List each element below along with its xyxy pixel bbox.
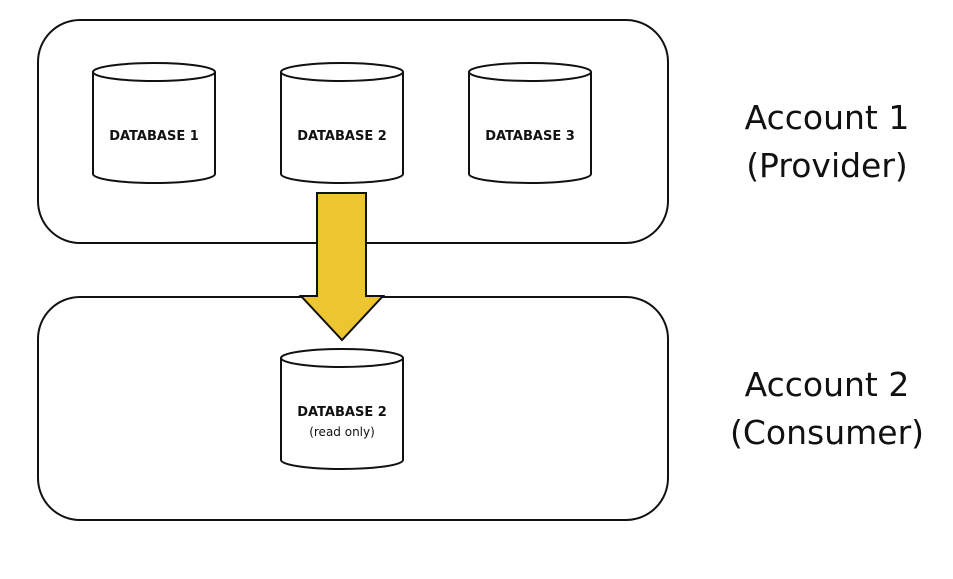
provider-account-label: Account 1 (Provider) [707, 94, 947, 190]
database-2-label: DATABASE 2 [297, 129, 387, 144]
provider-account-title: Account 1 [744, 98, 910, 137]
database-3-icon: DATABASE 3 [468, 62, 592, 184]
database-2-icon: DATABASE 2 [280, 62, 404, 184]
consumer-database-icon: DATABASE 2 (read only) [280, 348, 404, 470]
database-3-label: DATABASE 3 [485, 129, 575, 144]
provider-account-role: (Provider) [746, 146, 908, 185]
consumer-account-title: Account 2 [744, 365, 910, 404]
database-1-icon: DATABASE 1 [92, 62, 216, 184]
consumer-database-note: (read only) [309, 425, 375, 439]
down-arrow-icon [298, 192, 386, 342]
consumer-database-label: DATABASE 2 [297, 405, 387, 420]
consumer-account-role: (Consumer) [729, 413, 925, 452]
database-1-label: DATABASE 1 [109, 129, 199, 144]
consumer-account-label: Account 2 (Consumer) [707, 361, 947, 457]
